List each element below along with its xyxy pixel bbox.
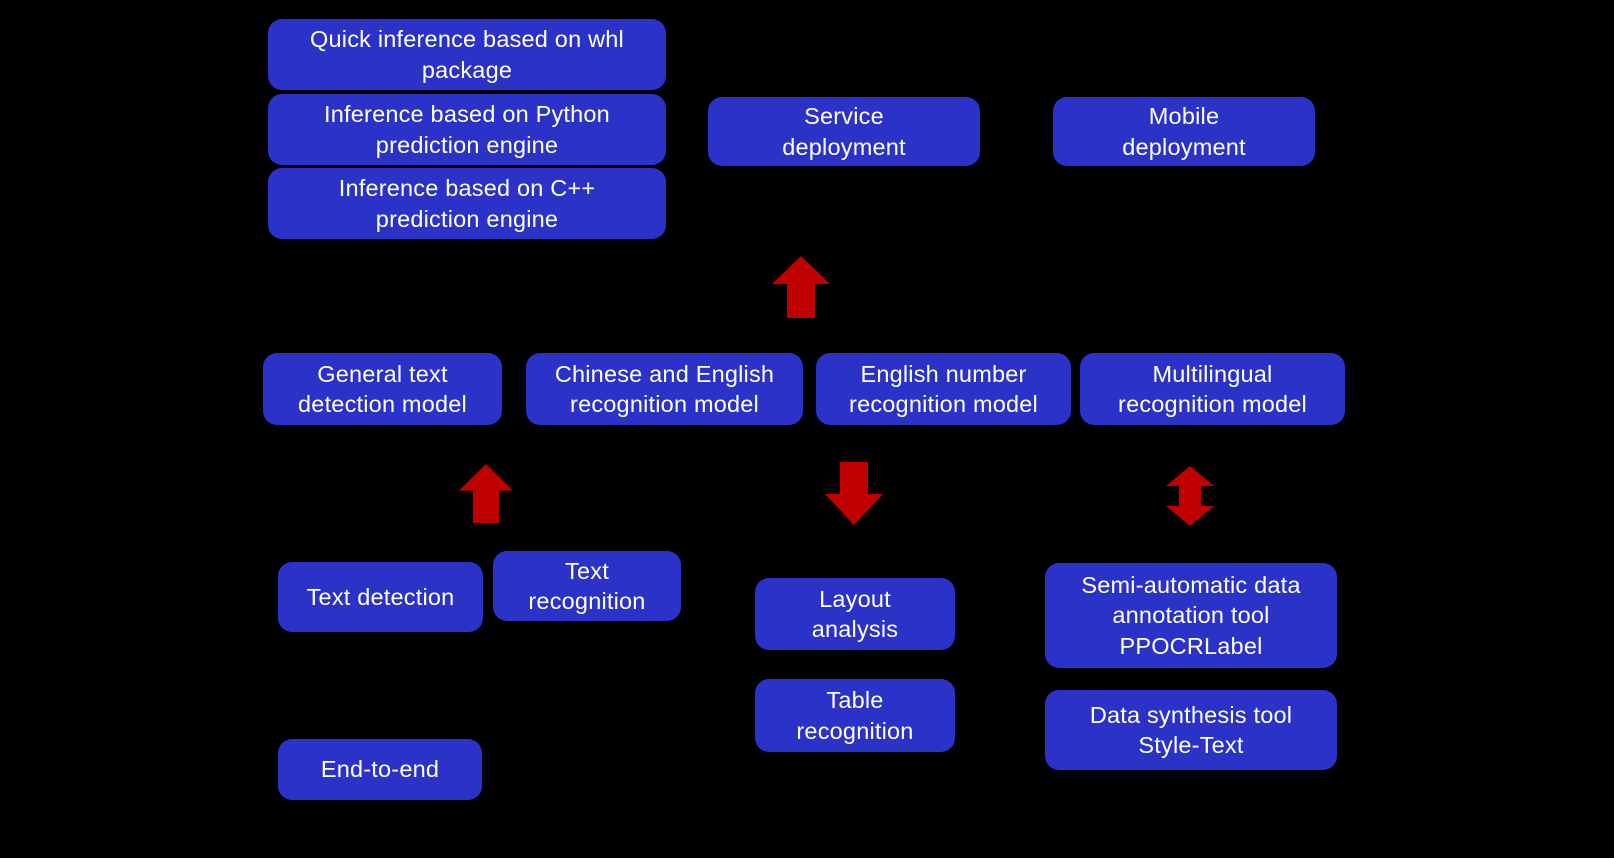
node-table-recognition: Table recognition (755, 679, 955, 752)
node-general-text-detection-model: General text detection model (263, 353, 502, 425)
node-layout-analysis: Layout analysis (755, 578, 955, 650)
node-chinese-english-recognition-model: Chinese and English recognition model (526, 353, 803, 425)
node-text-detection: Text detection (278, 562, 483, 632)
analysis-down-arrow-icon (825, 462, 883, 525)
node-style-text-tool: Data synthesis tool Style-Text (1045, 690, 1337, 770)
node-python-prediction-engine: Inference based on Python prediction eng… (268, 94, 666, 165)
deployment-up-arrow-icon (772, 256, 830, 318)
node-quick-inference-whl: Quick inference based on whl package (268, 19, 666, 90)
node-mobile-deployment: Mobile deployment (1053, 97, 1315, 166)
node-english-number-recognition-model: English number recognition model (816, 353, 1071, 425)
node-end-to-end: End-to-end (278, 739, 482, 800)
node-service-deployment: Service deployment (708, 97, 980, 166)
detection-up-arrow-icon (459, 464, 513, 523)
node-text-recognition: Text recognition (493, 551, 681, 621)
node-multilingual-recognition-model: Multilingual recognition model (1080, 353, 1345, 425)
node-ppocrlabel-tool: Semi-automatic data annotation tool PPOC… (1045, 563, 1337, 668)
tools-double-arrow-icon (1166, 466, 1214, 526)
node-cpp-prediction-engine: Inference based on C++ prediction engine (268, 168, 666, 239)
